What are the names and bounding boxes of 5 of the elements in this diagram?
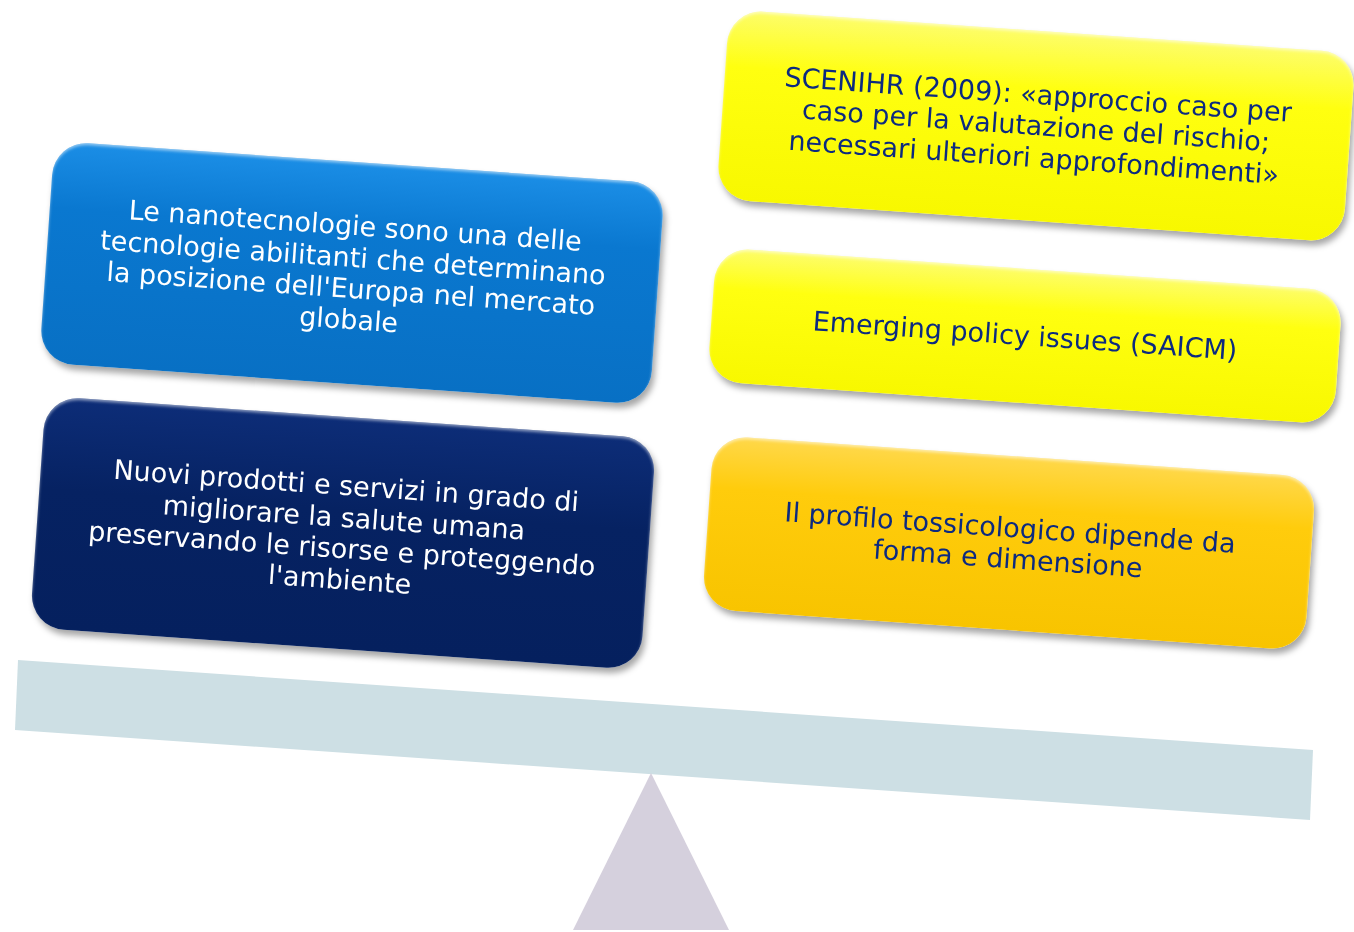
box-text: Emerging policy issues (SAICM) [811,305,1239,367]
box-text: Le nanotecnologie sono una delle tecnologie abilitanti che determinano la posizione dell'Europa nel mercato globale [98,193,608,341]
box-text: Il profilo tossicologico dipende da forma e dimensione [782,495,1238,586]
box-text: Nuovi prodotti e servizi in grado di migliorare la salute umana preservando le risorse e proteggendo l'ambiente [86,453,598,603]
box-text: SCENIHR (2009): «approccio caso per caso per la valutazione del rischio; necessari ulteriori approfondimenti» [782,60,1294,192]
